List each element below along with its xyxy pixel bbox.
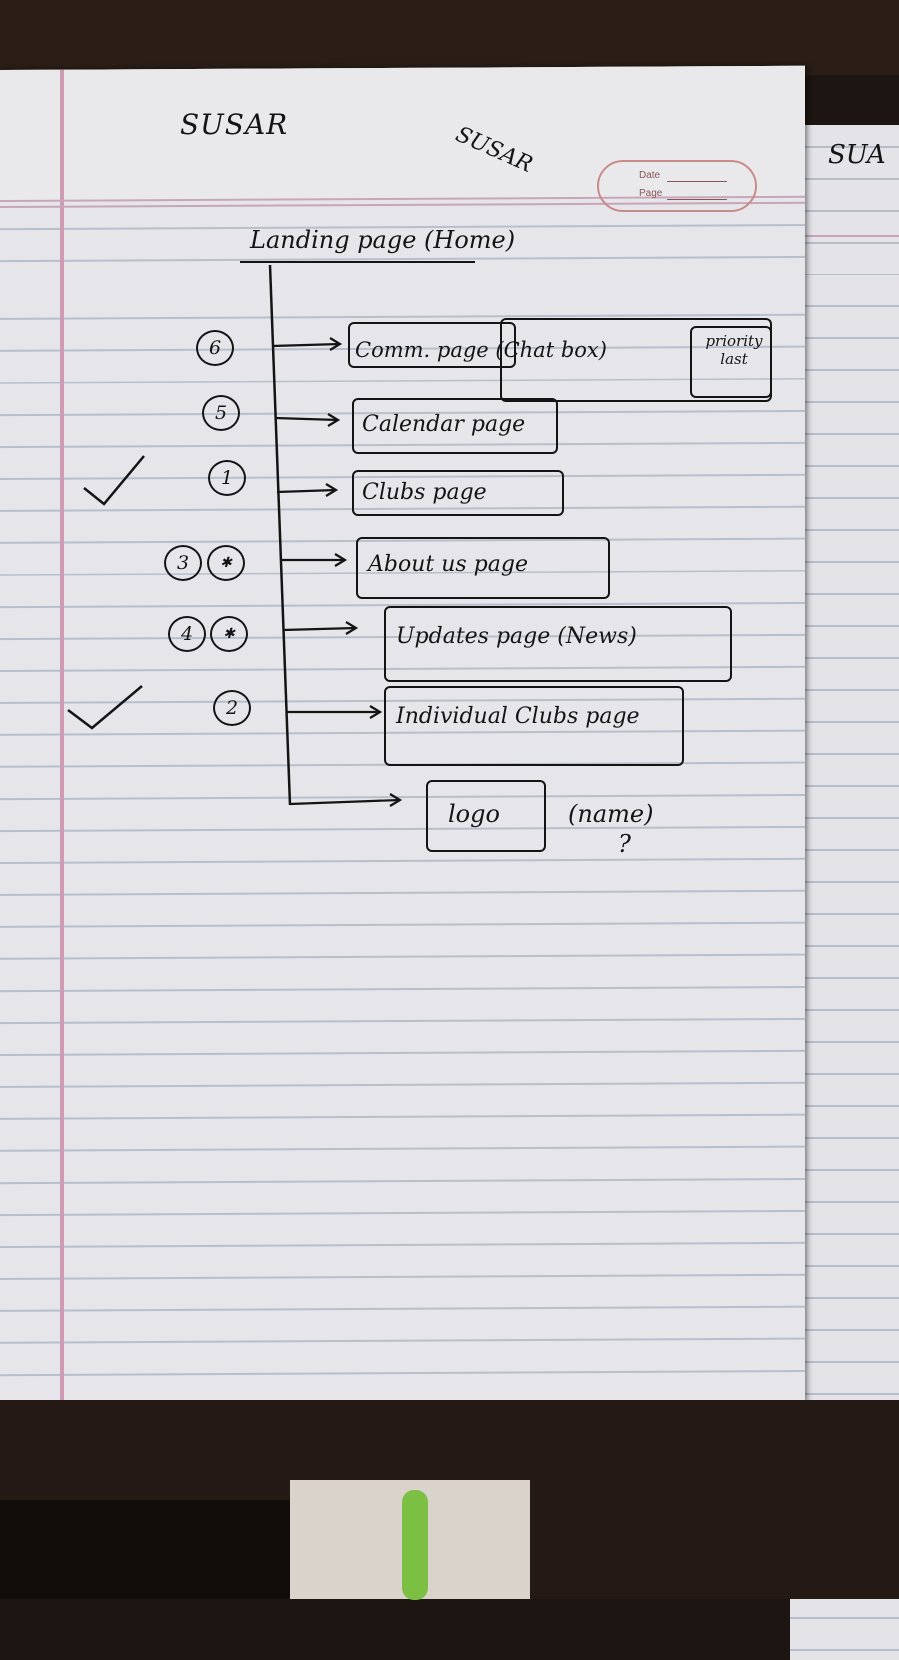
connector-3 bbox=[276, 483, 339, 497]
branch-label-6: logo bbox=[448, 800, 500, 828]
branch-label-1: Calendar page bbox=[362, 412, 526, 437]
branch-label-4: Updates page (News) bbox=[396, 624, 637, 649]
stamp-date-rule bbox=[667, 181, 727, 182]
order-badge-5: 2 bbox=[213, 690, 251, 726]
scribbled-badge-3: ✱ bbox=[207, 545, 245, 581]
branch-suffix-6: (name) bbox=[568, 800, 654, 828]
check-mark-individual-clubs bbox=[67, 685, 143, 730]
connector-2 bbox=[274, 413, 341, 427]
branch-label-5: Individual Clubs page bbox=[396, 704, 640, 729]
connector-6 bbox=[286, 705, 383, 719]
stamp-page-rule bbox=[667, 199, 727, 200]
order-badge-0: 6 bbox=[196, 330, 234, 366]
branch-box-6 bbox=[426, 780, 546, 852]
connector-4 bbox=[280, 553, 348, 567]
trunk-line bbox=[268, 264, 292, 806]
stamp-page-label: Page bbox=[639, 188, 663, 199]
root-node-label: Landing page (Home) bbox=[250, 226, 516, 254]
connector-7 bbox=[289, 793, 403, 807]
connector-1 bbox=[271, 337, 343, 351]
desk-top bbox=[0, 0, 899, 75]
page-title-left: SUSAR bbox=[180, 108, 289, 141]
branch-box-3 bbox=[356, 537, 610, 599]
priority-note-box bbox=[690, 326, 772, 398]
question-mark: ? bbox=[618, 830, 631, 858]
floor-shadow bbox=[0, 1500, 300, 1599]
priority-note: priority last bbox=[705, 332, 763, 368]
branch-box-5 bbox=[384, 686, 684, 766]
tree-connectors bbox=[0, 0, 899, 1599]
branch-label-0: Comm. page (Chat box) bbox=[355, 338, 607, 362]
branch-label-3: About us page bbox=[368, 552, 528, 577]
right-page-title: SUA bbox=[828, 140, 886, 170]
branch-box-2 bbox=[352, 470, 564, 516]
date-page-stamp: Date Page bbox=[597, 160, 757, 212]
order-badge-2: 1 bbox=[208, 460, 246, 496]
scribbled-badge-4: ✱ bbox=[210, 616, 248, 652]
branch-label-2: Clubs page bbox=[362, 480, 487, 505]
stamp-date-label: Date bbox=[639, 170, 661, 181]
order-badge-4: 4 bbox=[168, 616, 206, 652]
order-badge-3: 3 bbox=[164, 545, 202, 581]
green-cable bbox=[402, 1490, 428, 1600]
connector-5 bbox=[282, 621, 359, 635]
order-badge-1: 5 bbox=[202, 395, 240, 431]
branch-box-1 bbox=[352, 398, 558, 454]
branch-box-0 bbox=[348, 322, 516, 368]
check-mark-clubs bbox=[83, 455, 145, 506]
branch-box-4 bbox=[384, 606, 732, 682]
right-page-header-line bbox=[790, 235, 899, 237]
